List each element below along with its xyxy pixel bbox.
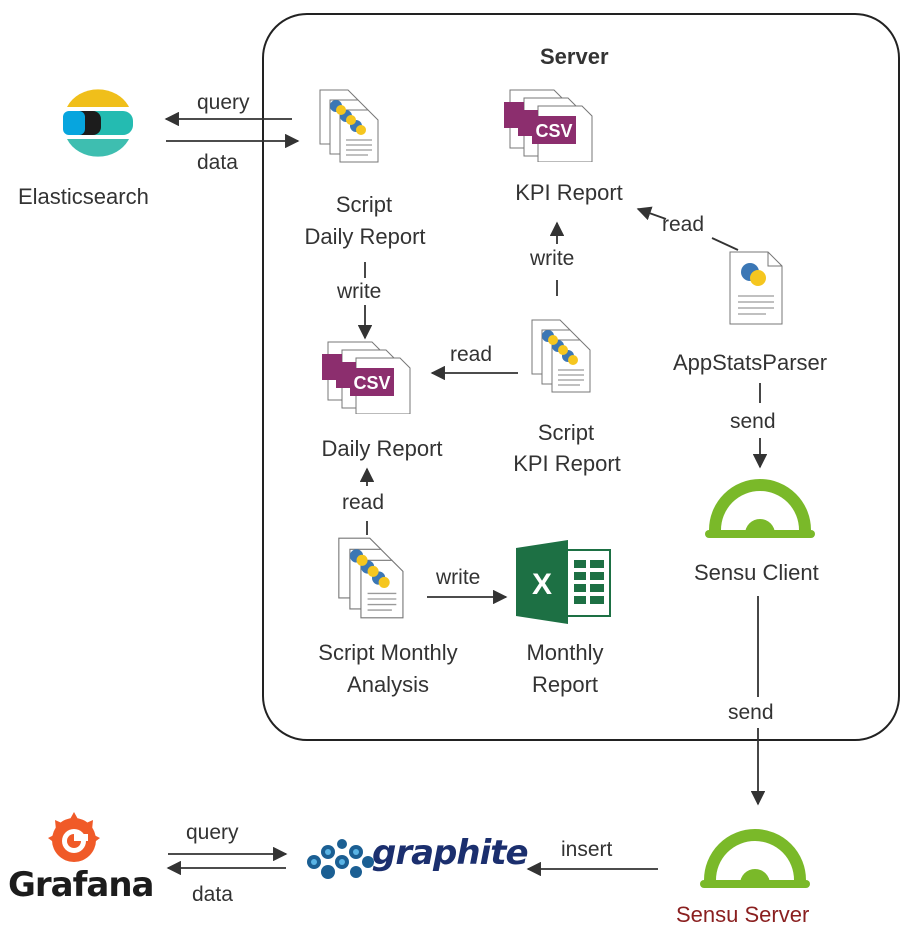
- kpi-write-label: write: [530, 247, 575, 270]
- graphite-logo-icon: [307, 839, 374, 879]
- grafana-label: Grafana: [8, 865, 155, 905]
- monthly-report-label-1: Monthly: [526, 640, 604, 665]
- kpi-report-label: KPI Report: [515, 180, 623, 205]
- kpi-report-csv-icon: CSV: [504, 89, 593, 162]
- monthly-report-excel-icon: X: [516, 540, 611, 624]
- parser-read-line: [711, 237, 739, 251]
- script-kpi-report-label-1: Script: [537, 420, 595, 445]
- es-data-label: data: [197, 151, 238, 174]
- script-daily-report-icon: [319, 89, 379, 163]
- grafana-query-label: query: [186, 821, 239, 844]
- kpi-csv-badge: CSV: [535, 121, 572, 141]
- script-monthly-label-1: Script Monthly: [318, 640, 458, 665]
- script-kpi-report-label-2: KPI Report: [513, 451, 621, 476]
- daily-write-label: write: [337, 280, 382, 303]
- excel-badge: X: [532, 568, 552, 601]
- script-monthly-analysis-icon: [338, 537, 404, 619]
- parser-read-arrow: [636, 206, 667, 221]
- monthly-write-label: write: [436, 566, 481, 589]
- graphite-label: graphite: [372, 833, 529, 873]
- script-monthly-label-2: Analysis: [347, 672, 429, 697]
- elasticsearch-logo-icon: [63, 89, 133, 157]
- monthly-report-label-2: Report: [531, 672, 599, 697]
- kpi-read-label: read: [450, 343, 493, 366]
- sensu-server-logo-icon: [700, 829, 810, 888]
- daily-csv-badge: CSV: [353, 373, 390, 393]
- grafana-data-label: data: [192, 883, 233, 906]
- insert-label: insert: [561, 838, 613, 861]
- script-kpi-report-icon: [531, 319, 591, 393]
- elasticsearch-label: Elasticsearch: [18, 184, 149, 209]
- daily-report-label: Daily Report: [321, 436, 443, 461]
- sensu-server-label: Sensu Server: [676, 902, 810, 927]
- client-send-label: send: [728, 701, 774, 724]
- sensu-client-label: Sensu Client: [694, 560, 819, 585]
- parser-read-label: read: [662, 213, 705, 236]
- monthly-read-label: read: [342, 491, 385, 514]
- server-title: Server: [540, 44, 609, 69]
- daily-report-csv-icon: CSV: [322, 341, 411, 414]
- app-stats-parser-icon: [729, 251, 783, 325]
- es-query-label: query: [197, 91, 250, 114]
- grafana-logo-icon: [48, 812, 100, 862]
- parser-send-label: send: [730, 410, 776, 433]
- script-daily-report-label-1: Script: [335, 192, 393, 217]
- server-container: [262, 13, 900, 741]
- app-stats-parser-label: AppStatsParser: [673, 350, 828, 375]
- sensu-client-logo-icon: [705, 479, 815, 538]
- script-daily-report-label-2: Daily Report: [304, 224, 426, 249]
